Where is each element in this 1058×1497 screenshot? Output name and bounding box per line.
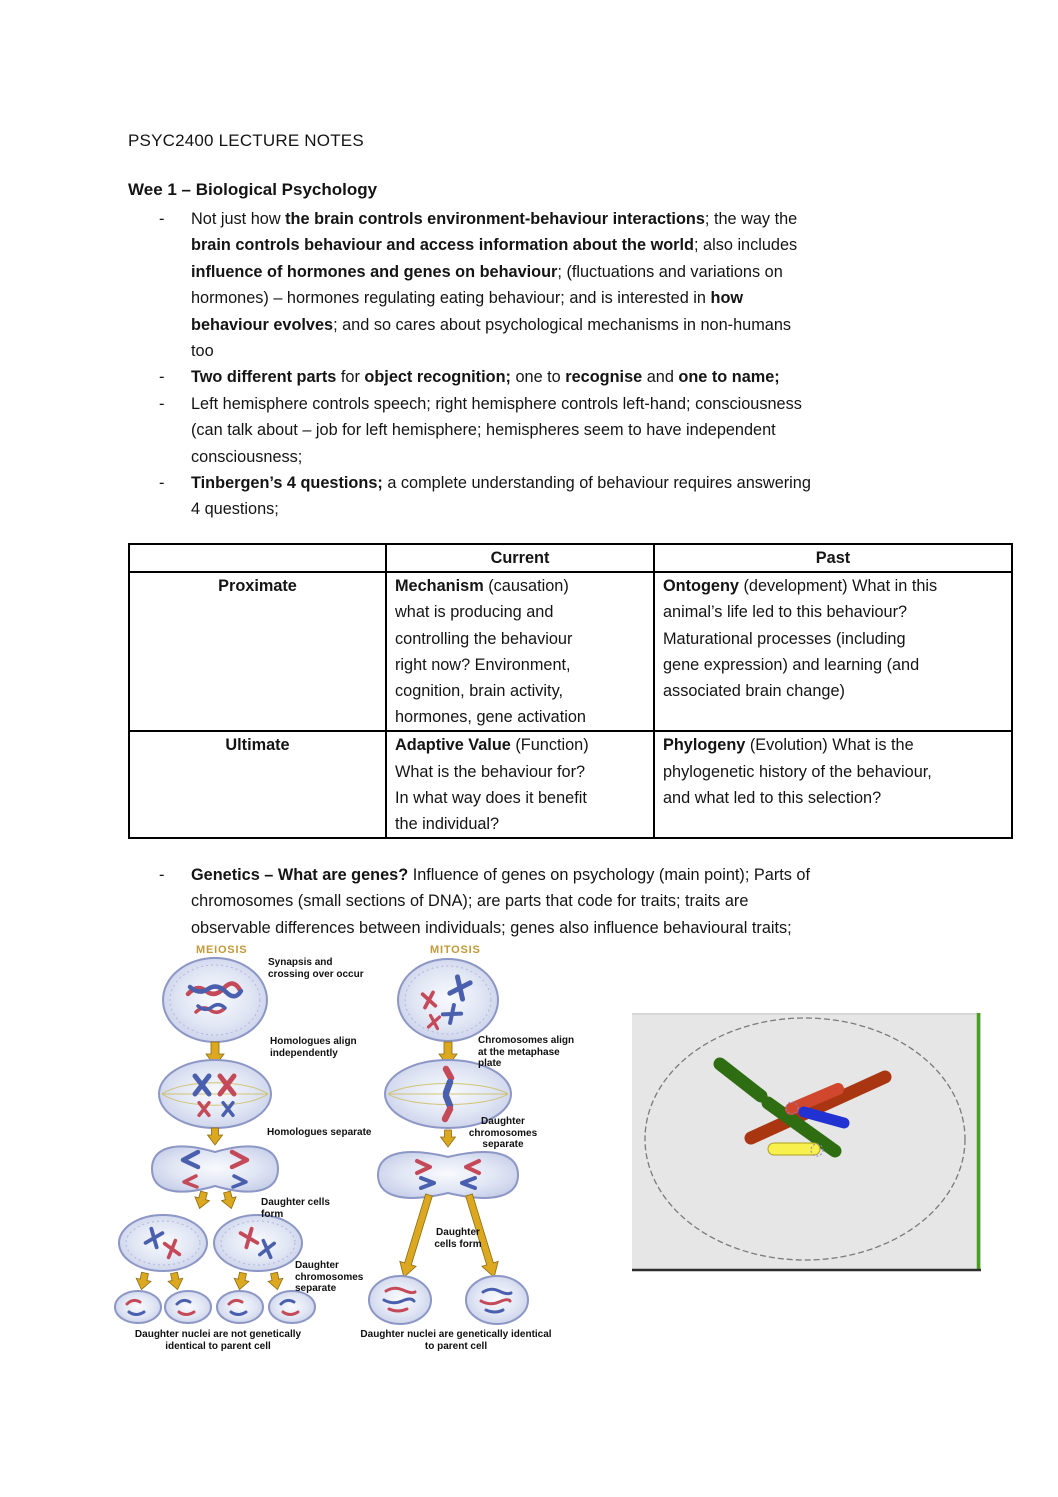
meiosis-arrow-3b: [219, 1189, 240, 1211]
meiosis-step2-label: Homologues align independently: [270, 1036, 357, 1059]
colored-chromosomes: [713, 1057, 892, 1158]
meiosis-dividing-cell: [150, 1145, 280, 1193]
chromosome-cell-image: [632, 1013, 981, 1273]
tinbergen-table: Current Past Proximate Mechanism (causat…: [128, 542, 1013, 840]
meiosis-arrow-4b: [166, 1270, 186, 1292]
table-row-proximate: Proximate Mechanism (causation)what is p…: [128, 571, 1013, 733]
mitosis-caption: Daughter nuclei are genetically identica…: [360, 1329, 552, 1352]
bullet-item: - Two different parts for object recogni…: [128, 364, 943, 390]
mitosis-step2-label: Daughter chromosomes separate: [468, 1116, 538, 1150]
yellow-chromosome: [767, 1142, 821, 1156]
bullet-item: - Not just how the brain controls enviro…: [128, 206, 943, 364]
bullet-text: Left hemisphere controls speech; right h…: [191, 394, 802, 466]
cell-membrane-outline: [644, 1017, 966, 1261]
bullet-item: - Left hemisphere controls speech; right…: [128, 391, 943, 470]
meiosis-cell-2: [158, 1059, 272, 1129]
image-background: [632, 1013, 981, 1271]
bullet-text: Not just how the brain controls environm…: [191, 210, 798, 361]
meiosis-cell-1: [162, 957, 268, 1043]
bullet-dash: -: [159, 210, 165, 228]
mitosis-cell-1: [397, 958, 499, 1042]
meiosis-arrow-4d: [266, 1270, 286, 1292]
meiosis-mitosis-diagram: MEIOSIS MITOSIS Synapsis and crossing ov…: [112, 942, 604, 1362]
centromere-marker: [785, 1101, 799, 1115]
mitosis-final-cells: [368, 1275, 529, 1325]
green-chromosome: [713, 1057, 842, 1158]
centromere-marker: [810, 1143, 824, 1157]
mitosis-title: MITOSIS: [430, 944, 481, 956]
meiosis-step5-label: Daughter chromosomes separate: [295, 1260, 364, 1294]
meiosis-daughter-cells: [118, 1214, 303, 1272]
bullet-dash: -: [159, 866, 165, 884]
bullet-list: - Not just how the brain controls enviro…: [128, 206, 943, 523]
table-header-current: Current: [385, 542, 655, 574]
week1-heading: Wee 1 – Biological Psychology: [128, 180, 378, 199]
table-header-row: Current Past: [128, 542, 1013, 574]
bullet-dash: -: [159, 474, 165, 493]
meiosis-caption: Daughter nuclei are not genetically iden…: [134, 1329, 302, 1352]
bullet-dash: -: [159, 368, 165, 387]
meiosis-step4-label: Daughter cells form: [261, 1197, 330, 1220]
orange-red-chromosome: [785, 1083, 844, 1115]
mitosis-cell-2: [384, 1059, 512, 1129]
mitosis-dividing-cell: [376, 1151, 520, 1199]
meiosis-arrow-4a: [133, 1270, 153, 1292]
bullet-text: Genetics – What are genes? Influence of …: [191, 866, 811, 937]
dark-red-chromosome: [744, 1070, 892, 1145]
cell-adaptive-value: Adaptive Value (Function)What is the beh…: [385, 730, 655, 840]
meiosis-step3-label: Homologues separate: [267, 1127, 372, 1138]
document-title: PSYC2400 LECTURE NOTES: [128, 131, 364, 150]
bullet-item: - Genetics – What are genes? Influence o…: [128, 862, 943, 941]
bullet-item: - Tinbergen’s 4 questions; a complete un…: [128, 470, 943, 523]
mitosis-arrow-2: [440, 1129, 456, 1148]
meiosis-arrow-3a: [191, 1189, 212, 1211]
meiosis-arrow-4c: [231, 1270, 251, 1292]
meiosis-arrow-2: [207, 1127, 223, 1146]
chromosome-cell-figure: [632, 1013, 981, 1272]
table-header-empty: [128, 542, 387, 574]
mitosis-step3-label: Daughter cells form: [434, 1227, 482, 1250]
meiosis-final-cells: [114, 1290, 316, 1324]
table-row-ultimate: Ultimate Adaptive Value (Function)What i…: [128, 730, 1013, 840]
table-header-past: Past: [653, 542, 1013, 574]
row-label-ultimate: Ultimate: [128, 730, 387, 840]
mitosis-step1-label: Chromosomes align at the metaphase plate: [478, 1035, 575, 1069]
meiosis-title: MEIOSIS: [196, 944, 248, 956]
bullet-text: Tinbergen’s 4 questions; a complete unde…: [191, 474, 811, 519]
row-label-proximate: Proximate: [128, 571, 387, 733]
genetics-bullet-list: - Genetics – What are genes? Influence o…: [128, 862, 943, 941]
meiosis-step1-label: Synapsis and crossing over occur: [268, 957, 364, 980]
blue-chromosome: [798, 1106, 850, 1129]
meiosis-mitosis-figure: [114, 957, 529, 1325]
bullet-dash: -: [159, 394, 165, 413]
cell-mechanism: Mechanism (causation)what is producing a…: [385, 571, 655, 733]
bullet-text: Two different parts for object recogniti…: [191, 368, 780, 387]
